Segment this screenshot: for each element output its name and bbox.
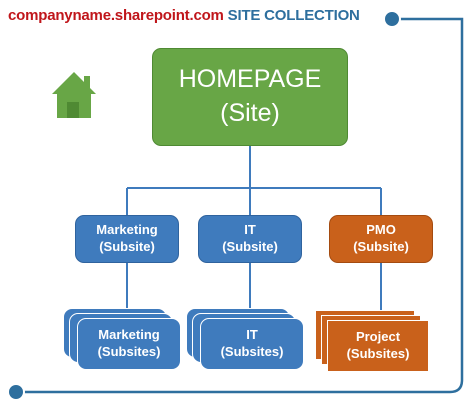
frame-end-dot-bottom <box>7 383 25 401</box>
subsites-group-name: Project <box>355 329 401 345</box>
subsites-group-type: (Subsites) <box>220 344 284 359</box>
house-icon <box>52 72 96 118</box>
site-collection-header: companyname.sharepoint.com SITE COLLECTI… <box>8 7 360 24</box>
subsites-group-it: IT (Subsites) <box>200 318 304 370</box>
subsites-group-marketing: Marketing (Subsites) <box>77 318 181 370</box>
collection-frame-line <box>16 17 464 394</box>
subsite-name: Marketing <box>96 222 158 238</box>
subsites-group-type: (Subsites) <box>346 346 410 361</box>
site-collection-label: SITE COLLECTION <box>227 7 360 24</box>
subsites-group-name: Marketing <box>98 327 160 343</box>
subsites-group-type: (Subsites) <box>97 344 161 359</box>
subsite-type: (Subsite) <box>99 239 155 254</box>
subsite-name: IT <box>244 222 256 238</box>
subsite-type: (Subsite) <box>222 239 278 254</box>
subsite-node-it: IT (Subsite) <box>198 215 302 263</box>
subsites-group-project: Project (Subsites) <box>327 320 429 372</box>
subsite-node-pmo: PMO (Subsite) <box>329 215 433 263</box>
site-collection-url: companyname.sharepoint.com <box>8 7 224 24</box>
subsite-node-marketing: Marketing (Subsite) <box>75 215 179 263</box>
homepage-site-node: HOMEPAGE (Site) <box>152 48 348 146</box>
subsite-name: PMO <box>366 222 396 238</box>
subsites-group-name: IT <box>246 327 258 343</box>
homepage-title: HOMEPAGE <box>178 65 322 94</box>
frame-end-dot-top <box>383 10 401 28</box>
homepage-subtitle: (Site) <box>220 99 280 127</box>
subsite-type: (Subsite) <box>353 239 409 254</box>
